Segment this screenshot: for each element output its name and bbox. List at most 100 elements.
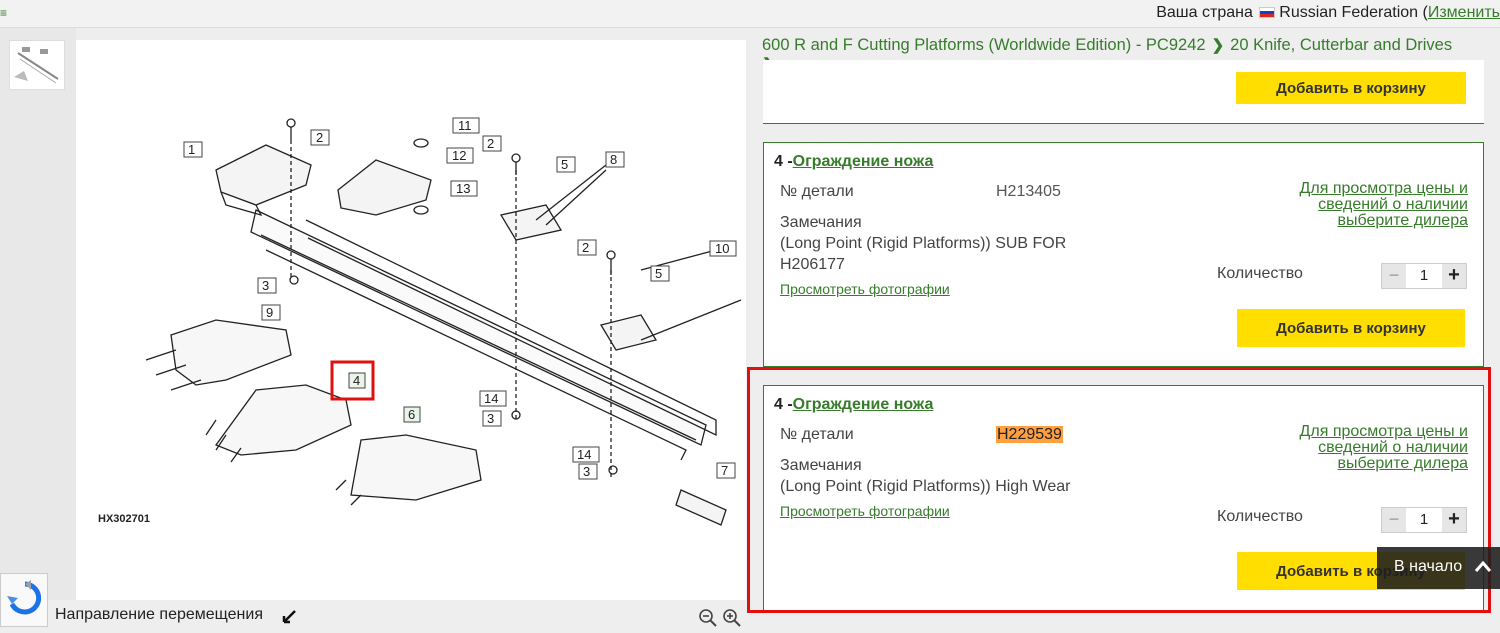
part-title: 4 -Ограждение ножа bbox=[774, 396, 933, 414]
quantity-stepper[interactable]: − 1 + bbox=[1381, 507, 1467, 533]
view-photos-link[interactable]: Просмотреть фотографии bbox=[780, 281, 950, 297]
quantity-label: Количество bbox=[1217, 508, 1303, 525]
svg-text:2: 2 bbox=[316, 130, 323, 145]
remark-text: (Long Point (Rigid Platforms)) High Wear bbox=[780, 478, 1071, 495]
diagram-callout[interactable]: 14 bbox=[479, 390, 507, 407]
country-label: Ваша страна bbox=[1156, 4, 1253, 21]
diagram-callout[interactable]: 11 bbox=[452, 117, 480, 134]
diagram-callout[interactable]: 7 bbox=[716, 462, 736, 479]
part-ref: 4 - bbox=[774, 396, 793, 413]
svg-text:3: 3 bbox=[487, 411, 494, 426]
diagram-callout[interactable]: 13 bbox=[450, 180, 478, 197]
minus-icon[interactable]: − bbox=[1382, 508, 1406, 532]
diagram-callout[interactable]: 3 bbox=[578, 463, 598, 480]
diagram-callout[interactable]: 5 bbox=[650, 265, 670, 282]
diagram-callout[interactable]: 8 bbox=[605, 151, 625, 168]
svg-text:6: 6 bbox=[408, 407, 415, 422]
part-card-previous: Добавить в корзину bbox=[763, 60, 1484, 124]
diagram-callout[interactable]: 3 bbox=[482, 410, 502, 427]
svg-text:11: 11 bbox=[458, 118, 472, 133]
menu-icon[interactable]: ≡ bbox=[0, 6, 8, 20]
remarks-label: Замечания bbox=[780, 457, 862, 474]
diagram-callout[interactable]: 12 bbox=[446, 147, 474, 164]
chevron-right-icon: ❯ bbox=[1211, 37, 1225, 54]
svg-text:12: 12 bbox=[452, 148, 466, 163]
diagram-callout[interactable]: 10 bbox=[709, 240, 737, 257]
plus-icon[interactable]: + bbox=[1442, 264, 1466, 288]
plus-icon[interactable]: + bbox=[1442, 508, 1466, 532]
select-dealer-link[interactable]: Для просмотра цены и сведений о наличии … bbox=[1299, 423, 1468, 472]
chevron-up-icon bbox=[1474, 560, 1492, 572]
move-cursor-icon[interactable] bbox=[282, 610, 296, 624]
diagram-thumbnail[interactable] bbox=[9, 40, 65, 90]
part-card: 4 -Ограждение ножа № детали H213405 Заме… bbox=[763, 142, 1484, 367]
diagram-callout[interactable]: 6 bbox=[403, 406, 421, 423]
recaptcha-badge[interactable] bbox=[0, 573, 48, 627]
thumbnail-column bbox=[0, 28, 76, 627]
add-to-cart-button[interactable]: Добавить в корзину bbox=[1237, 309, 1465, 347]
minus-icon[interactable]: − bbox=[1382, 264, 1406, 288]
part-ref: 4 - bbox=[774, 153, 793, 170]
country-name: Russian Federation bbox=[1279, 4, 1419, 21]
zoom-out-icon[interactable] bbox=[698, 608, 718, 628]
select-dealer-link[interactable]: Для просмотра цены и сведений о наличии … bbox=[1299, 180, 1468, 229]
add-to-cart-button[interactable]: Добавить в корзину bbox=[1236, 72, 1466, 104]
svg-text:5: 5 bbox=[655, 266, 662, 281]
svg-text:10: 10 bbox=[715, 241, 729, 256]
remarks-label: Замечания bbox=[780, 214, 862, 231]
change-country-link[interactable]: Изменить bbox=[1427, 4, 1500, 21]
diagram-callout[interactable]: 1 bbox=[183, 141, 203, 158]
diagram-code: HX302701 bbox=[98, 513, 150, 525]
search-highlight: H229539 bbox=[996, 426, 1063, 443]
quantity-value[interactable]: 1 bbox=[1419, 511, 1429, 528]
direction-label: Направление перемещения bbox=[55, 606, 263, 623]
diagram-callout[interactable]: 14 bbox=[572, 446, 600, 463]
view-photos-link[interactable]: Просмотреть фотографии bbox=[780, 503, 950, 519]
diagram-callout[interactable]: 5 bbox=[556, 156, 576, 173]
part-number-label: № детали bbox=[780, 426, 854, 443]
remark-text: (Long Point (Rigid Platforms)) SUB FOR H… bbox=[780, 235, 1067, 273]
svg-text:1: 1 bbox=[188, 142, 195, 157]
diagram-callout[interactable]: 3 bbox=[257, 277, 277, 294]
breadcrumb: 600 R and F Cutting Platforms (Worldwide… bbox=[762, 36, 1492, 74]
svg-text:9: 9 bbox=[266, 305, 273, 320]
diagram-toolbar bbox=[0, 600, 746, 627]
svg-text:14: 14 bbox=[577, 447, 591, 462]
svg-text:5: 5 bbox=[561, 157, 568, 172]
svg-text:4: 4 bbox=[353, 373, 360, 388]
svg-text:14: 14 bbox=[484, 391, 498, 406]
diagram-callout-selected[interactable]: 4 bbox=[348, 372, 366, 389]
diagram-callout[interactable]: 2 bbox=[577, 239, 597, 256]
part-number-value: H229539 bbox=[996, 426, 1063, 444]
svg-text:3: 3 bbox=[262, 278, 269, 293]
callout-highlight-box bbox=[330, 360, 375, 401]
parts-diagram[interactable]: 1 2 11 12 13 2 5 8 10 2 5 3 9 4 6 14 3 1… bbox=[76, 40, 746, 602]
svg-text:3: 3 bbox=[583, 464, 590, 479]
annotation-highlight-box bbox=[747, 367, 1491, 613]
back-to-top-button[interactable]: В начало bbox=[1377, 547, 1500, 589]
svg-text:2: 2 bbox=[487, 136, 494, 151]
quantity-stepper[interactable]: − 1 + bbox=[1381, 263, 1467, 289]
svg-text:13: 13 bbox=[456, 181, 470, 196]
breadcrumb-catalog-link[interactable]: 600 R and F Cutting Platforms (Worldwide… bbox=[762, 36, 1206, 54]
svg-text:2: 2 bbox=[582, 240, 589, 255]
part-title: 4 -Ограждение ножа bbox=[774, 153, 933, 171]
exploded-view-drawing: 1 2 11 12 13 2 5 8 10 2 5 3 9 4 6 14 3 1… bbox=[98, 117, 742, 526]
zoom-in-icon[interactable] bbox=[722, 608, 742, 628]
back-to-top-label: В начало bbox=[1394, 558, 1463, 575]
quantity-value[interactable]: 1 bbox=[1419, 267, 1429, 284]
diagram-callout[interactable]: 9 bbox=[261, 304, 281, 321]
part-number-label: № детали bbox=[780, 183, 854, 200]
breadcrumb-section-link[interactable]: 20 Knife, Cutterbar and Drives bbox=[1230, 36, 1453, 54]
russia-flag-icon bbox=[1259, 7, 1276, 18]
part-name-link[interactable]: Ограждение ножа bbox=[792, 153, 934, 170]
part-name-link[interactable]: Ограждение ножа bbox=[792, 396, 934, 413]
part-number-value: H213405 bbox=[996, 183, 1061, 200]
country-selector: Ваша страна Russian Federation (Изменить bbox=[1156, 4, 1500, 21]
quantity-label: Количество bbox=[1217, 265, 1303, 282]
diagram-callout[interactable]: 2 bbox=[482, 135, 502, 152]
svg-text:7: 7 bbox=[721, 463, 728, 478]
svg-text:8: 8 bbox=[610, 152, 617, 167]
diagram-callout[interactable]: 2 bbox=[310, 129, 330, 146]
top-bar: ≡ Ваша страна Russian Federation (Измени… bbox=[0, 0, 1500, 28]
